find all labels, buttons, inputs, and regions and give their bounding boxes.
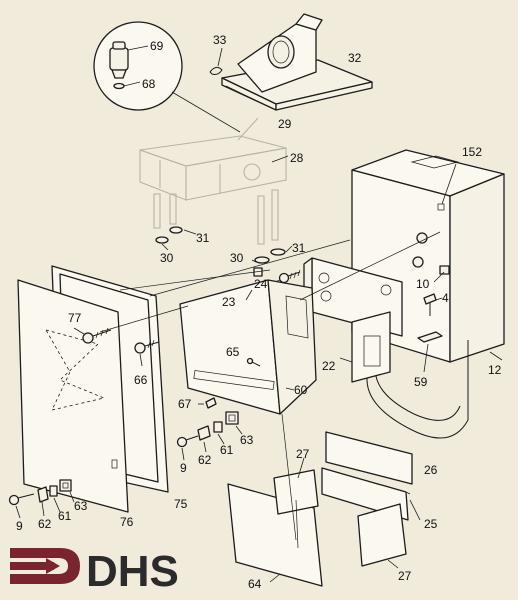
front-panel-part	[17, 279, 129, 513]
callout-30-left: 30	[160, 251, 174, 265]
callout-28: 28	[290, 151, 304, 165]
callout-65: 65	[226, 345, 240, 359]
fastener-group-left	[8, 479, 75, 519]
callout-68: 68	[142, 77, 156, 91]
callout-26: 26	[424, 463, 438, 477]
panel-screws	[73, 327, 160, 367]
fastener-parts	[412, 232, 450, 373]
callout-29: 29	[278, 117, 292, 131]
callout-64: 64	[248, 577, 262, 591]
pin-part	[246, 357, 261, 367]
leader-27a	[297, 457, 305, 479]
flue-hood-part	[221, 13, 373, 111]
callout-25: 25	[424, 517, 438, 531]
callout-152: 152	[462, 145, 482, 159]
fastener-group-right	[176, 397, 243, 461]
lower-panel-27b	[357, 503, 407, 569]
callout-60: 60	[294, 383, 308, 397]
dhs-logo: DHS	[10, 547, 179, 596]
callout-24: 24	[254, 277, 268, 291]
callout-27-upper: 27	[296, 447, 310, 461]
callout-77: 77	[68, 311, 82, 325]
callout-31-right: 31	[292, 241, 306, 255]
callout-12: 12	[488, 363, 502, 377]
callout-23: 23	[222, 295, 236, 309]
logo-arrow-icon	[10, 548, 80, 584]
logo-text: DHS	[86, 547, 179, 596]
callout-32: 32	[348, 51, 362, 65]
callout-67: 67	[178, 397, 192, 411]
callout-30-right: 30	[230, 251, 244, 265]
callout-62-left: 62	[38, 517, 52, 531]
lower-panel-26	[325, 431, 413, 485]
callout-63-right: 63	[240, 433, 254, 447]
detail-circle	[93, 21, 241, 133]
lower-panel-25	[321, 467, 421, 521]
callout-61-right: 61	[220, 443, 234, 457]
callout-9-right: 9	[180, 461, 187, 475]
callout-66: 66	[134, 373, 148, 387]
control-panel-part	[179, 267, 317, 415]
clip-part	[209, 47, 223, 75]
pipe-connectors	[153, 189, 293, 264]
heat-exchanger-part	[139, 117, 289, 201]
callout-10: 10	[416, 277, 430, 291]
lower-panel-64	[227, 469, 323, 587]
callout-4: 4	[442, 291, 449, 305]
callout-22: 22	[322, 359, 336, 373]
callout-63-left: 63	[74, 499, 88, 513]
callout-61-left: 61	[58, 509, 72, 523]
callout-31-left: 31	[196, 231, 210, 245]
callout-69: 69	[150, 39, 164, 53]
callout-9-left: 9	[16, 519, 23, 533]
callout-33: 33	[213, 33, 227, 47]
leader-64	[269, 573, 281, 583]
callout-76: 76	[120, 515, 134, 529]
callout-59: 59	[414, 375, 428, 389]
callout-75: 75	[174, 497, 188, 511]
callout-62-right: 62	[198, 453, 212, 467]
alignment-lines	[99, 231, 441, 541]
callout-labels: 33 32 69 68 29 28 152 31 30 30 31 24 10 …	[16, 33, 502, 591]
callout-27-lower: 27	[398, 569, 412, 583]
